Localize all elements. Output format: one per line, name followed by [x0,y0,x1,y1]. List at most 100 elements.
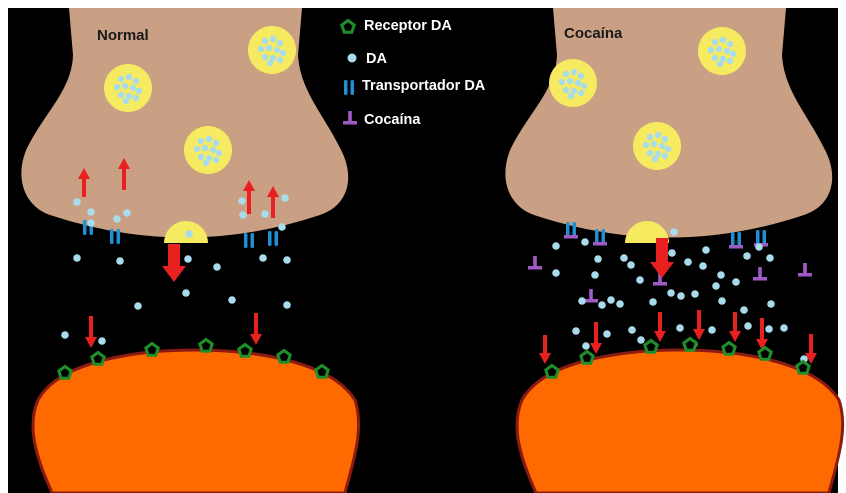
dopamine-dot [581,238,589,246]
dopamine-dot [133,78,139,84]
vesicle [184,126,232,174]
dopamine-dot [636,276,644,284]
arrow-down-icon [733,312,737,332]
arrow-down-icon [809,334,813,354]
dopamine-dot [662,153,668,159]
arrow-down-icon [697,310,701,330]
dopamine-dot [607,296,615,304]
arrow-down-icon [543,335,547,354]
transporter-icon [83,220,87,235]
dopamine-dot [765,325,773,333]
dopamine-dot [563,71,569,77]
dopamine-dot [216,150,222,156]
dopamine-dot [708,326,716,334]
dopamine-dot [274,47,280,53]
transporter-icon [251,233,255,248]
receptor-icon [59,367,71,379]
transporter-icon [763,230,767,245]
dopamine-dot [637,336,645,344]
dopamine-dot [627,261,635,269]
dopamine-dot [123,209,131,217]
arrow-up-icon [247,190,251,214]
dopamine-dot [278,223,286,231]
dopamine-dot [755,243,763,251]
cocaine-icon [653,282,667,286]
dopamine-dot [266,45,272,51]
vesicle [633,122,681,170]
dopamine-dot [133,95,139,101]
dopamine-dot [122,83,128,89]
dopamine-dot [767,300,775,308]
dopamine-dot [113,215,121,223]
dopamine-dot [667,289,675,297]
transporter-icon [756,230,760,245]
dopamine-dot [118,76,124,82]
receptor-icon [797,362,809,374]
dopamine-dot [571,69,577,75]
legend-cocaine-label: Cocaína [364,112,420,128]
dopamine-dot [258,46,264,52]
dopamine-dot [720,37,726,43]
dopamine-dot [647,150,653,156]
dopamine-dot [643,142,649,148]
dopamine-dot [712,282,720,290]
release-arrow-icon [656,238,668,264]
dopamine-dot [559,79,565,85]
arrow-up-icon [82,178,86,197]
transporter-icon [268,231,272,246]
transporter-icon [344,80,348,95]
cocaine-icon [348,111,352,121]
cocaine-icon [593,242,607,246]
dopamine-dot [123,98,129,104]
release-arrow-icon [168,244,180,268]
dopamine-dot [665,146,671,152]
dopamine-dot [198,138,204,144]
dopamine-dot [591,271,599,279]
dopamine-dot [652,156,658,162]
transporter-icon [244,233,248,248]
dopamine-dot [603,330,611,338]
dopamine-dot [277,57,283,63]
transporter-icon [275,231,279,246]
dopamine-dot [717,271,725,279]
receptor-icon [723,343,735,355]
vesicle [248,26,296,74]
dopamine-dot [262,38,268,44]
dopamine-dot [281,194,289,202]
transporter-icon [110,229,114,244]
dopamine-dot [213,263,221,271]
dopamine-dot [594,255,602,263]
dopamine-dot [262,54,268,60]
dopamine-dot [668,249,676,257]
receptor-icon [342,21,354,33]
cocaine-icon [584,299,598,303]
dopamine-dot [628,326,636,334]
dopamine-dot [267,60,273,66]
dopamine-dot [277,40,283,46]
dopamine-dot [261,210,269,218]
dopamine-dot [572,327,580,335]
legend-da-icon [348,54,357,63]
dopamine-dot [134,302,142,310]
receptor-icon [581,352,593,364]
dopamine-dot [280,50,286,56]
postsynaptic-terminal [33,350,359,493]
legend-receptor-label: Receptor DA [364,18,452,34]
receptor-icon [278,351,290,363]
dopamine-dot [677,292,685,300]
postsynaptic-terminal [517,350,843,493]
dopamine-dot [87,219,95,227]
arrow-down-icon [760,318,764,340]
cocaine-icon [729,245,743,249]
dopamine-dot [766,254,774,262]
vesicle [104,64,152,112]
dopamine-dot [730,51,736,57]
dopamine-dot [578,297,586,305]
dopamine-dot [228,296,236,304]
arrow-down-icon [254,313,258,335]
dopamine-dot [73,254,81,262]
arrow-up-icon [271,196,275,218]
vesicle [698,27,746,75]
